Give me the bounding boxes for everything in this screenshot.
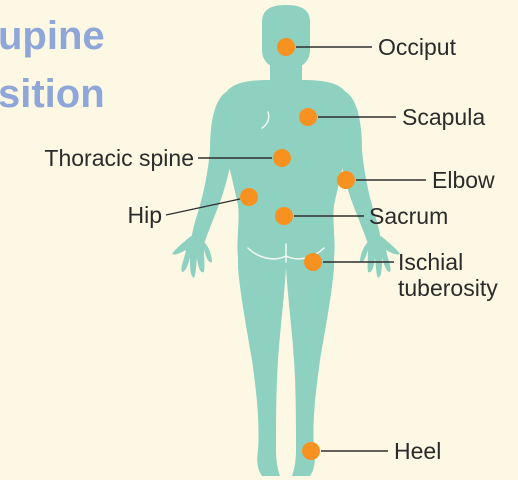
thoracic-spine-label: Thoracic spine [44, 145, 194, 171]
head [262, 5, 310, 67]
elbow-label: Elbow [432, 167, 495, 193]
ischial-tuberosity-label: Ischial tuberosity [398, 249, 498, 301]
ischial-tuberosity-marker [304, 253, 322, 271]
heel-label: Heel [394, 438, 441, 464]
thoracic-spine-marker [273, 149, 291, 167]
left-arm [191, 92, 236, 244]
left-leg [238, 252, 286, 476]
heel-marker [302, 442, 320, 460]
occiput-label: Occiput [378, 34, 456, 60]
left-hand [172, 236, 212, 278]
torso [221, 80, 351, 258]
hip-label: Hip [127, 202, 162, 228]
right-hand [360, 236, 400, 278]
scapula-marker [299, 108, 317, 126]
sacrum-label: Sacrum [369, 203, 448, 229]
elbow-marker [337, 171, 355, 189]
occiput-marker [277, 38, 295, 56]
sacrum-marker [275, 207, 293, 225]
scapula-label: Scapula [402, 104, 485, 130]
body-silhouette [172, 5, 400, 476]
hip-marker [240, 188, 258, 206]
